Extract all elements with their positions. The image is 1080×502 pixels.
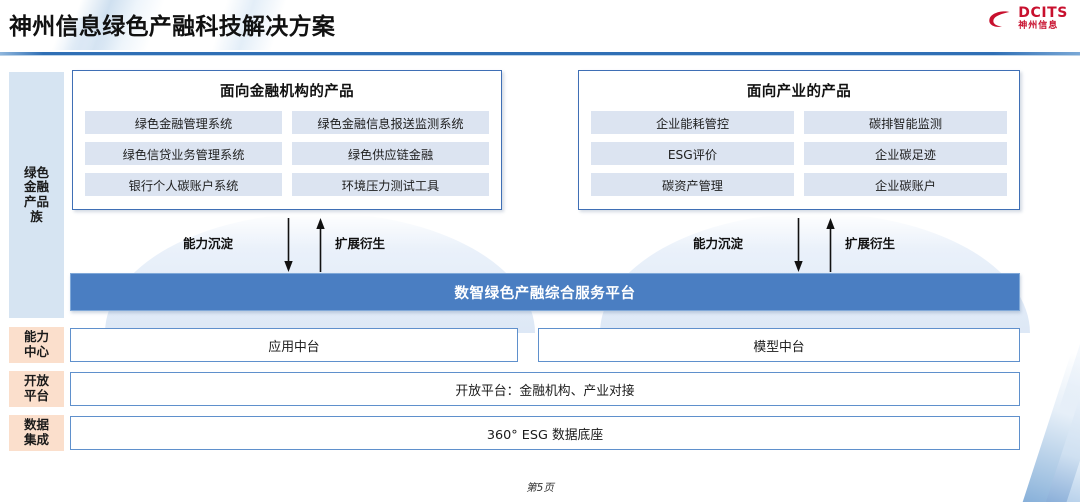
arrow-down-icon bbox=[794, 218, 803, 272]
flow-label-capability-precipitation: 能力沉淀 bbox=[183, 236, 234, 251]
product-chip[interactable]: 环境压力测试工具 bbox=[292, 173, 489, 196]
platform-banner[interactable]: 数智绿色产融综合服务平台 bbox=[70, 273, 1020, 311]
product-chip[interactable]: 绿色信贷业务管理系统 bbox=[85, 142, 282, 165]
header-divider-line bbox=[0, 52, 1080, 55]
sidebar-item-green-finance-products[interactable]: 绿色 金融 产品 族 bbox=[9, 72, 64, 318]
page-title: 神州信息绿色产融科技解决方案 bbox=[9, 14, 336, 40]
arrow-up-icon bbox=[826, 218, 835, 272]
product-panel-industry: 面向产业的产品 企业能耗管控 碳排智能监测 ESG评价 企业碳足迹 碳资产管理 … bbox=[578, 70, 1020, 210]
flow-label-expansion-derivation: 扩展衍生 bbox=[845, 236, 896, 251]
panel-title: 面向金融机构的产品 bbox=[219, 84, 355, 100]
arrow-down-icon bbox=[284, 218, 293, 272]
header-decoration-swoosh-c bbox=[0, 18, 170, 50]
arrow-up-icon bbox=[316, 218, 325, 272]
swoosh-logo-icon bbox=[989, 10, 1010, 27]
product-chip[interactable]: 碳资产管理 bbox=[591, 173, 794, 196]
product-chip[interactable]: 碳排智能监测 bbox=[804, 111, 1007, 134]
product-chip[interactable]: ESG评价 bbox=[591, 142, 794, 165]
platform-banner-label: 数智绿色产融综合服务平台 bbox=[454, 285, 636, 302]
product-chip-grid: 企业能耗管控 碳排智能监测 ESG评价 企业碳足迹 碳资产管理 企业碳账户 bbox=[579, 101, 1019, 196]
sidebar-item-open-platform[interactable]: 开放 平台 bbox=[9, 371, 64, 407]
slide-header: 神州信息绿色产融科技解决方案 DCITS 神州信息 bbox=[0, 0, 1080, 50]
product-chip[interactable]: 企业碳足迹 bbox=[804, 142, 1007, 165]
flow-arrows-left: 能力沉淀 扩展衍生 bbox=[175, 218, 435, 276]
panel-title: 面向产业的产品 bbox=[746, 84, 852, 100]
capability-box-model-midplatform[interactable]: 模型中台 bbox=[538, 328, 1020, 362]
slide-body: 绿色 金融 产品 族 能力 中心 开放 平台 数据 集成 面向金融机构的产品 绿… bbox=[0, 58, 1080, 468]
logo-chinese-text: 神州信息 bbox=[1018, 21, 1059, 31]
company-logo: DCITS 神州信息 bbox=[987, 6, 1068, 31]
product-chip[interactable]: 企业碳账户 bbox=[804, 173, 1007, 196]
logo-english-text: DCITS bbox=[1018, 5, 1068, 21]
product-chip[interactable]: 绿色金融信息报送监测系统 bbox=[292, 111, 489, 134]
page-number-footer: 第5页 bbox=[526, 482, 554, 494]
open-platform-box[interactable]: 开放平台：金融机构、产业对接 bbox=[70, 372, 1020, 406]
product-chip[interactable]: 绿色供应链金融 bbox=[292, 142, 489, 165]
capability-box-application-midplatform[interactable]: 应用中台 bbox=[70, 328, 518, 362]
sidebar-item-capability-center[interactable]: 能力 中心 bbox=[9, 327, 64, 363]
product-chip-grid: 绿色金融管理系统 绿色金融信息报送监测系统 绿色信贷业务管理系统 绿色供应链金融… bbox=[73, 101, 501, 196]
corner-ribbon-decoration bbox=[960, 312, 1080, 502]
product-chip[interactable]: 绿色金融管理系统 bbox=[85, 111, 282, 134]
sidebar-item-data-integration[interactable]: 数据 集成 bbox=[9, 415, 64, 451]
product-chip[interactable]: 银行个人碳账户系统 bbox=[85, 173, 282, 196]
product-chip[interactable]: 企业能耗管控 bbox=[591, 111, 794, 134]
flow-label-expansion-derivation: 扩展衍生 bbox=[335, 236, 386, 251]
product-panel-financial-institutions: 面向金融机构的产品 绿色金融管理系统 绿色金融信息报送监测系统 绿色信贷业务管理… bbox=[72, 70, 502, 210]
flow-label-capability-precipitation: 能力沉淀 bbox=[693, 236, 744, 251]
header-divider-line-soft bbox=[0, 55, 1080, 56]
flow-arrows-right: 能力沉淀 扩展衍生 bbox=[685, 218, 945, 276]
data-base-box[interactable]: 360° ESG 数据底座 bbox=[70, 416, 1020, 450]
